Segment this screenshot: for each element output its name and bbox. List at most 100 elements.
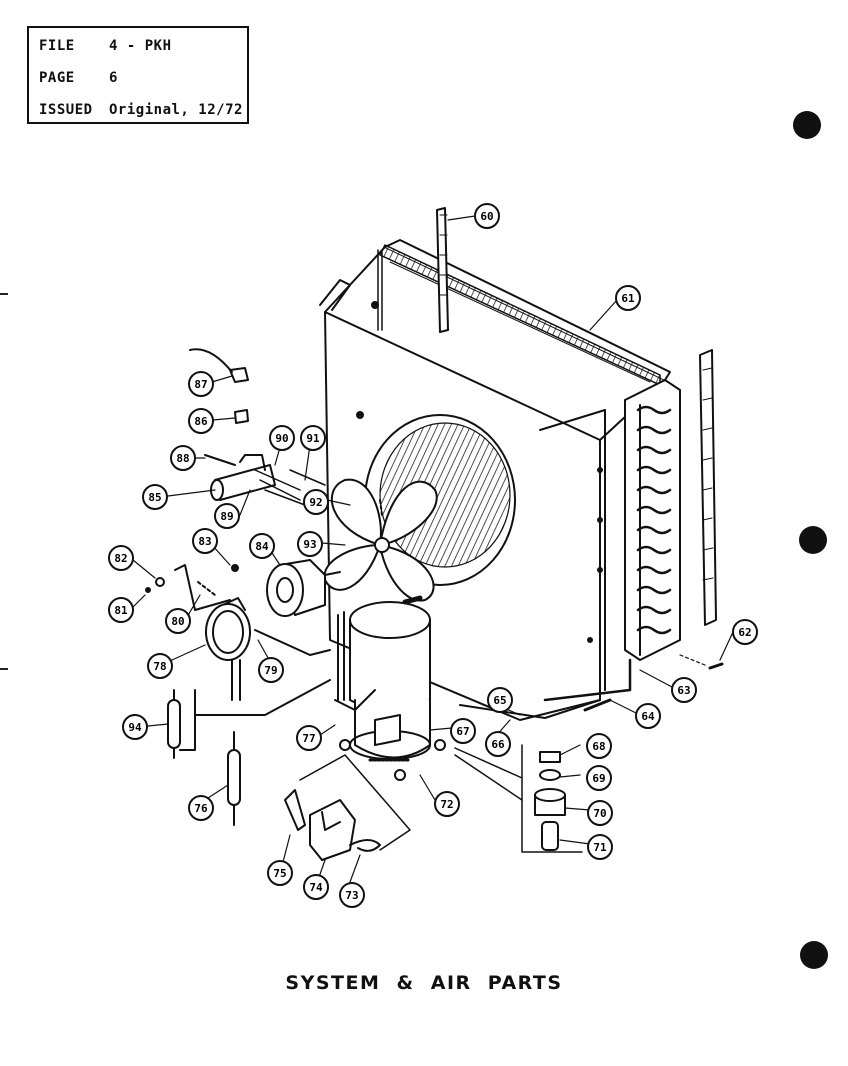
motor-mount	[145, 564, 331, 701]
fan-motor	[266, 559, 341, 617]
callout-71: 71	[587, 834, 613, 860]
svg-text:63: 63	[677, 684, 690, 697]
callout-91: 91	[300, 425, 326, 451]
svg-text:70: 70	[593, 807, 606, 820]
angle-bracket-left	[436, 207, 449, 333]
callout-66: 66	[485, 731, 511, 757]
callout-92: 92	[303, 489, 329, 515]
svg-text:60: 60	[480, 210, 493, 223]
svg-text:74: 74	[309, 881, 323, 894]
svg-text:85: 85	[148, 491, 161, 504]
accumulator	[227, 731, 241, 826]
edge-mark-top	[0, 293, 8, 295]
svg-text:72: 72	[440, 798, 453, 811]
binder-hole-bottom	[800, 941, 828, 969]
condenser-coil	[543, 379, 681, 702]
svg-text:88: 88	[176, 452, 189, 465]
callout-77: 77	[296, 725, 322, 751]
title-word-air: AIR	[430, 972, 472, 994]
svg-text:67: 67	[456, 725, 469, 738]
svg-text:86: 86	[194, 415, 208, 428]
callout-86: 86	[188, 408, 214, 434]
svg-text:68: 68	[592, 740, 605, 753]
callout-73: 73	[339, 882, 365, 908]
issued-value: Original, 12/72	[109, 102, 243, 118]
svg-text:78: 78	[153, 660, 166, 673]
callout-90: 90	[269, 425, 295, 451]
diagram-title: SYSTEM & AIR PARTS	[0, 972, 848, 994]
callout-81: 81	[108, 597, 134, 623]
svg-text:82: 82	[114, 552, 127, 565]
callout-62: 62	[732, 619, 758, 645]
callout-61: 61	[615, 285, 641, 311]
callout-88: 88	[170, 445, 196, 471]
svg-text:76: 76	[194, 802, 208, 815]
svg-text:91: 91	[306, 432, 320, 445]
file-label: FILE	[39, 38, 75, 54]
issued-row: ISSUED Original, 12/72	[39, 102, 243, 118]
svg-text:75: 75	[273, 867, 286, 880]
fan-blade	[323, 478, 438, 602]
capacitor-assembly	[204, 454, 326, 506]
svg-text:94: 94	[128, 721, 142, 734]
callout-60: 60	[474, 203, 500, 229]
strainer	[167, 689, 196, 759]
edge-mark-bottom	[0, 668, 8, 670]
callout-76: 76	[188, 795, 214, 821]
compressor	[337, 595, 446, 781]
callout-bubbles: 60 61 62 63 64 65 66 67 68 69 70 71 72 7…	[108, 203, 758, 908]
terminal-cover	[284, 754, 411, 861]
svg-text:92: 92	[309, 496, 322, 509]
callout-75: 75	[267, 860, 293, 886]
title-word-parts: PARTS	[487, 972, 563, 994]
callout-67: 67	[450, 718, 476, 744]
svg-text:83: 83	[198, 535, 211, 548]
callout-79: 79	[258, 657, 284, 683]
svg-text:89: 89	[220, 510, 233, 523]
relay	[189, 348, 249, 383]
overload-protector	[234, 409, 249, 424]
page-label: PAGE	[39, 70, 75, 86]
callout-63: 63	[671, 677, 697, 703]
svg-text:84: 84	[255, 540, 269, 553]
callout-93: 93	[297, 531, 323, 557]
callout-78: 78	[147, 653, 173, 679]
mounting-hardware	[454, 744, 583, 853]
binder-hole-top	[793, 111, 821, 139]
callout-82: 82	[108, 545, 134, 571]
angle-bracket-right	[699, 349, 717, 626]
callout-70: 70	[587, 800, 613, 826]
svg-text:80: 80	[171, 615, 184, 628]
svg-text:87: 87	[194, 378, 207, 391]
callout-64: 64	[635, 703, 661, 729]
page-row: PAGE 6	[39, 70, 118, 86]
svg-text:71: 71	[593, 841, 607, 854]
callout-68: 68	[586, 733, 612, 759]
svg-text:79: 79	[264, 664, 277, 677]
svg-text:77: 77	[302, 732, 315, 745]
callout-65: 65	[487, 687, 513, 713]
binder-hole-middle	[799, 526, 827, 554]
page-value: 6	[109, 70, 118, 86]
callout-85: 85	[142, 484, 168, 510]
top-grille	[377, 244, 661, 386]
svg-text:61: 61	[621, 292, 635, 305]
title-word-and: &	[396, 972, 415, 994]
issued-label: ISSUED	[39, 102, 93, 118]
svg-text:81: 81	[114, 604, 128, 617]
callout-89: 89	[214, 503, 240, 529]
svg-text:62: 62	[738, 626, 751, 639]
callout-87: 87	[188, 371, 214, 397]
svg-text:69: 69	[592, 772, 605, 785]
coil-screw	[679, 654, 724, 670]
svg-text:65: 65	[493, 694, 506, 707]
callout-83: 83	[192, 528, 218, 554]
callout-74: 74	[303, 874, 329, 900]
callout-80: 80	[165, 608, 191, 634]
svg-text:73: 73	[345, 889, 358, 902]
callout-94: 94	[122, 714, 148, 740]
